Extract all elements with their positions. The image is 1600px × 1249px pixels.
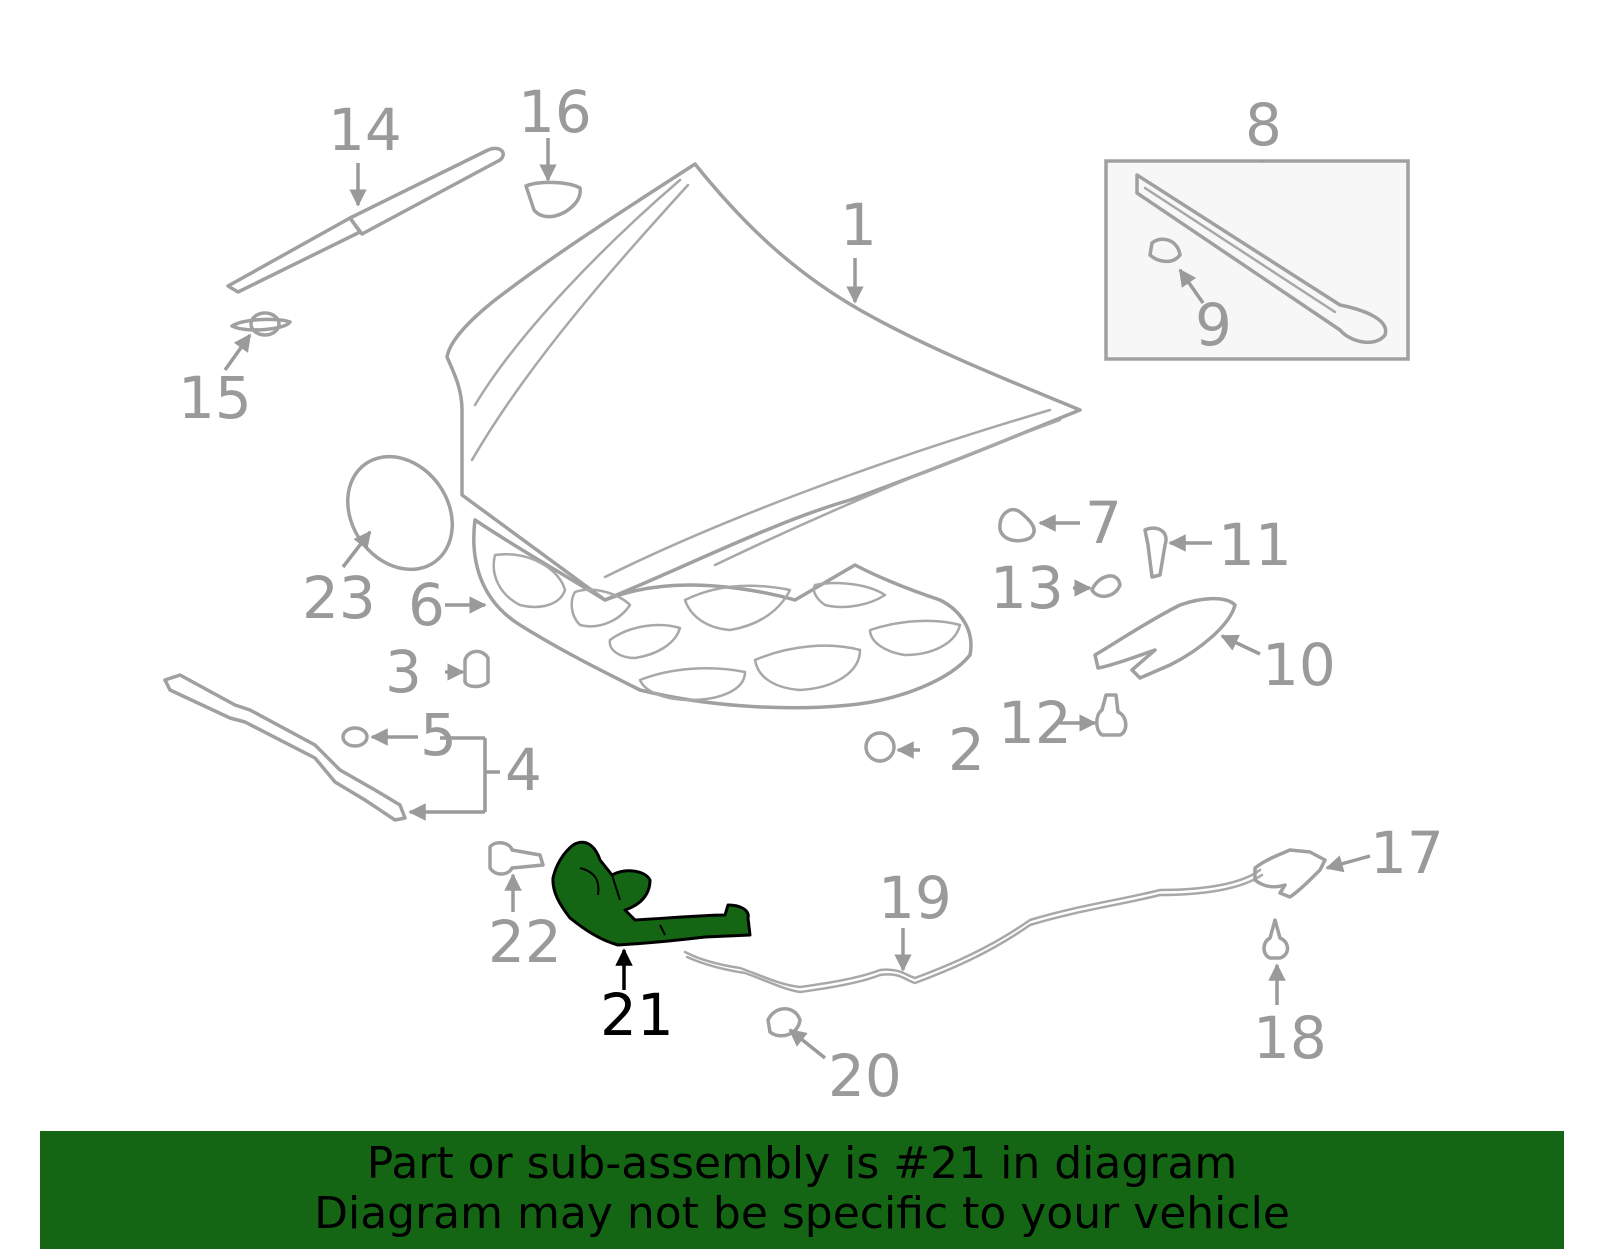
callout-12: 12	[998, 689, 1072, 757]
screw-11	[1143, 526, 1168, 579]
banner-line-1: Part or sub-assembly is #21 in diagram	[366, 1138, 1238, 1189]
hood-panel	[445, 162, 1082, 602]
clip-7	[998, 507, 1036, 543]
banner-line-2: Diagram may not be specific to your vehi…	[314, 1188, 1290, 1239]
callout-19: 19	[878, 864, 952, 932]
hood-latch	[1253, 848, 1327, 899]
hood-inner-panel	[472, 518, 973, 710]
callout-9: 9	[1195, 291, 1232, 359]
hood-release-handle	[551, 840, 752, 947]
callout-18: 18	[1253, 1004, 1327, 1072]
callout-labels: 1 2 3 4 5 6 7 8 9 10 11 12 13 14 15 16 1…	[178, 78, 1444, 1110]
hood-strut	[226, 146, 505, 294]
callout-20: 20	[828, 1042, 902, 1110]
grommet-5	[341, 726, 369, 748]
callout-1: 1	[840, 191, 877, 259]
callout-3: 3	[385, 638, 422, 706]
bumper-13	[1090, 574, 1122, 598]
hood-hinge	[1093, 596, 1237, 680]
screw-18	[1262, 918, 1290, 960]
callout-17: 17	[1370, 819, 1444, 887]
callout-16: 16	[518, 78, 592, 146]
callout-6: 6	[408, 571, 445, 639]
callout-23: 23	[302, 564, 376, 632]
callout-10: 10	[1262, 631, 1336, 699]
callout-11: 11	[1218, 511, 1292, 579]
callout-13: 13	[990, 554, 1064, 622]
callout-15: 15	[178, 364, 252, 432]
callout-5: 5	[420, 701, 457, 769]
bumper-3	[463, 649, 490, 689]
callout-2: 2	[948, 716, 985, 784]
bolt-22	[488, 841, 545, 876]
ball-stud	[230, 311, 292, 337]
callout-14: 14	[328, 96, 402, 164]
callout-22: 22	[488, 908, 562, 976]
callout-21: 21	[600, 981, 674, 1049]
leader-lines	[223, 138, 1371, 1060]
weatherstrip-box	[1104, 159, 1410, 361]
clip-20	[766, 1007, 802, 1038]
stud-12	[1095, 693, 1128, 737]
callout-8: 8	[1245, 91, 1282, 159]
callout-4: 4	[505, 736, 542, 804]
grommet-2	[864, 731, 896, 763]
callout-7: 7	[1085, 489, 1122, 557]
info-banner: Part or sub-assembly is #21 in diagram D…	[40, 1131, 1564, 1249]
hood-bumper	[524, 180, 582, 219]
release-cable	[683, 868, 1262, 989]
seal-4	[163, 673, 407, 822]
